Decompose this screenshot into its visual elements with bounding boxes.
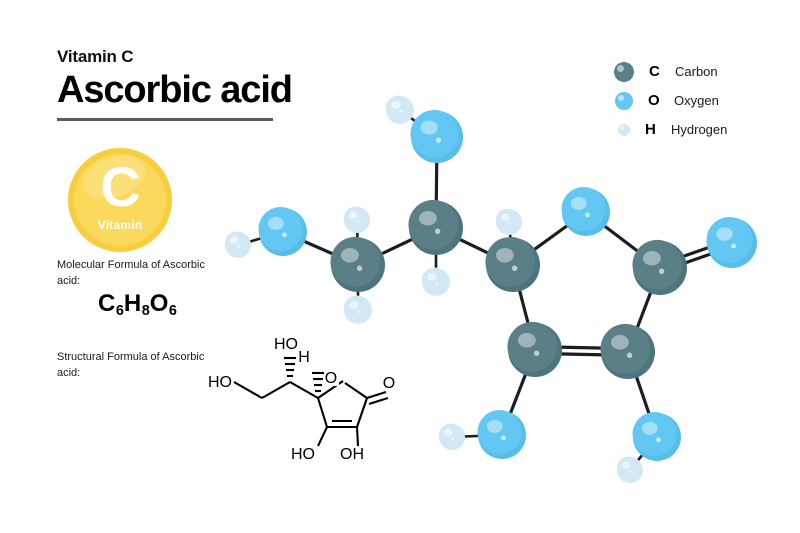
atom-o-o5 — [477, 410, 526, 459]
legend-symbol-hydrogen: H — [645, 121, 656, 138]
title-divider — [57, 118, 273, 122]
atom-h-h2 — [343, 206, 370, 233]
stereo-hash-ho — [284, 356, 296, 378]
atom-o-o2 — [410, 109, 463, 163]
legend-item-oxygen: O Oxygen — [614, 86, 727, 115]
legend-name-oxygen: Oxygen — [674, 93, 719, 108]
skeletal-label-ho-bottom: HO — [291, 446, 315, 463]
oxygen-sphere-icon — [615, 91, 633, 110]
atom-highlight — [420, 120, 438, 135]
skeletal-label-ho-top: HO — [274, 336, 298, 353]
atom-highlight — [486, 419, 503, 433]
formula-element-c: C — [98, 290, 116, 317]
hydrogen-sphere-icon — [618, 123, 630, 136]
stereo-hash-h — [312, 371, 324, 393]
atom-c-c4 — [632, 239, 687, 295]
legend-symbol-oxygen: O — [648, 92, 660, 109]
atom-h-h5 — [421, 267, 450, 296]
legend-item-hydrogen: H Hydrogen — [614, 115, 727, 144]
atom-c-c6 — [507, 321, 562, 377]
skeletal-label-h: H — [298, 349, 310, 366]
skeletal-label-o-carbonyl: O — [383, 375, 395, 392]
atom-c-c2 — [408, 199, 463, 255]
atom-h-h6 — [495, 208, 522, 235]
atom-highlight — [267, 216, 284, 230]
atom-highlight — [391, 101, 401, 109]
atom-o-o4 — [706, 217, 757, 268]
atom-c-c1 — [330, 236, 385, 292]
carbon-sphere-icon — [614, 61, 634, 82]
skeletal-bonds — [233, 356, 389, 447]
skeletal-label-oh-bottom: OH — [340, 446, 364, 463]
atom-highlight — [610, 334, 629, 350]
atom-highlight — [495, 247, 514, 263]
legend-item-carbon: C Carbon — [614, 57, 727, 86]
atom-highlight — [641, 421, 658, 435]
page-subtitle: Vitamin C — [57, 47, 134, 66]
atom-h-h8 — [616, 456, 643, 483]
atom-h-h1 — [224, 231, 251, 258]
molecular-formula-label: Molecular Formula of Ascorbic acid: — [57, 259, 205, 287]
badge-inner-disc — [74, 154, 166, 246]
vitamin-badge: C Vitamin — [68, 148, 172, 252]
badge-letter: C — [100, 155, 140, 218]
atom-highlight — [418, 210, 437, 226]
formula-element-o: O — [149, 290, 169, 317]
legend-name-carbon: Carbon — [675, 64, 718, 79]
skeletal-labels: HO H HO O O HO OH — [207, 336, 397, 463]
formula-count-o: 6 — [168, 303, 177, 320]
skeletal-label-ho-left: HO — [208, 374, 232, 391]
formula-count-c: 6 — [115, 303, 124, 320]
legend-name-hydrogen: Hydrogen — [671, 122, 728, 137]
atom-o-o6 — [632, 412, 681, 461]
atom-c-c5 — [600, 323, 655, 379]
atom-highlight — [642, 250, 661, 266]
atom-highlight — [349, 301, 359, 309]
atom-highlight — [570, 196, 587, 210]
structural-formula-label: Structural Formula of Ascorbic acid: — [57, 351, 205, 379]
atom-h-h3 — [343, 295, 372, 324]
atom-highlight — [716, 227, 733, 241]
atom-highlight — [500, 213, 510, 221]
atom-highlight — [229, 236, 239, 244]
header: Vitamin C Ascorbic acid — [57, 47, 293, 122]
molecular-formula-value: C6H8O6 — [98, 290, 177, 320]
atom-highlight — [340, 247, 359, 263]
atom-highlight — [427, 273, 437, 281]
model-atoms — [224, 95, 757, 483]
atom-h-h4 — [385, 95, 414, 124]
atom-highlight — [348, 211, 358, 219]
atom-h-h7 — [438, 423, 465, 450]
page-title: Ascorbic acid — [57, 68, 293, 111]
legend: C Carbon O Oxygen H Hydrogen — [614, 57, 727, 144]
formula-element-h: H — [123, 290, 142, 317]
skeletal-label-o-ring: O — [325, 370, 337, 387]
atom-c-c3 — [485, 236, 540, 292]
formula-count-h: 8 — [141, 303, 150, 320]
legend-symbol-carbon: C — [649, 63, 660, 80]
atom-highlight — [443, 428, 453, 436]
badge-word: Vitamin — [97, 218, 143, 232]
atom-highlight — [517, 332, 536, 348]
atom-highlight — [621, 461, 631, 469]
atom-o-o1 — [258, 207, 307, 256]
atom-o-o3 — [561, 187, 610, 236]
